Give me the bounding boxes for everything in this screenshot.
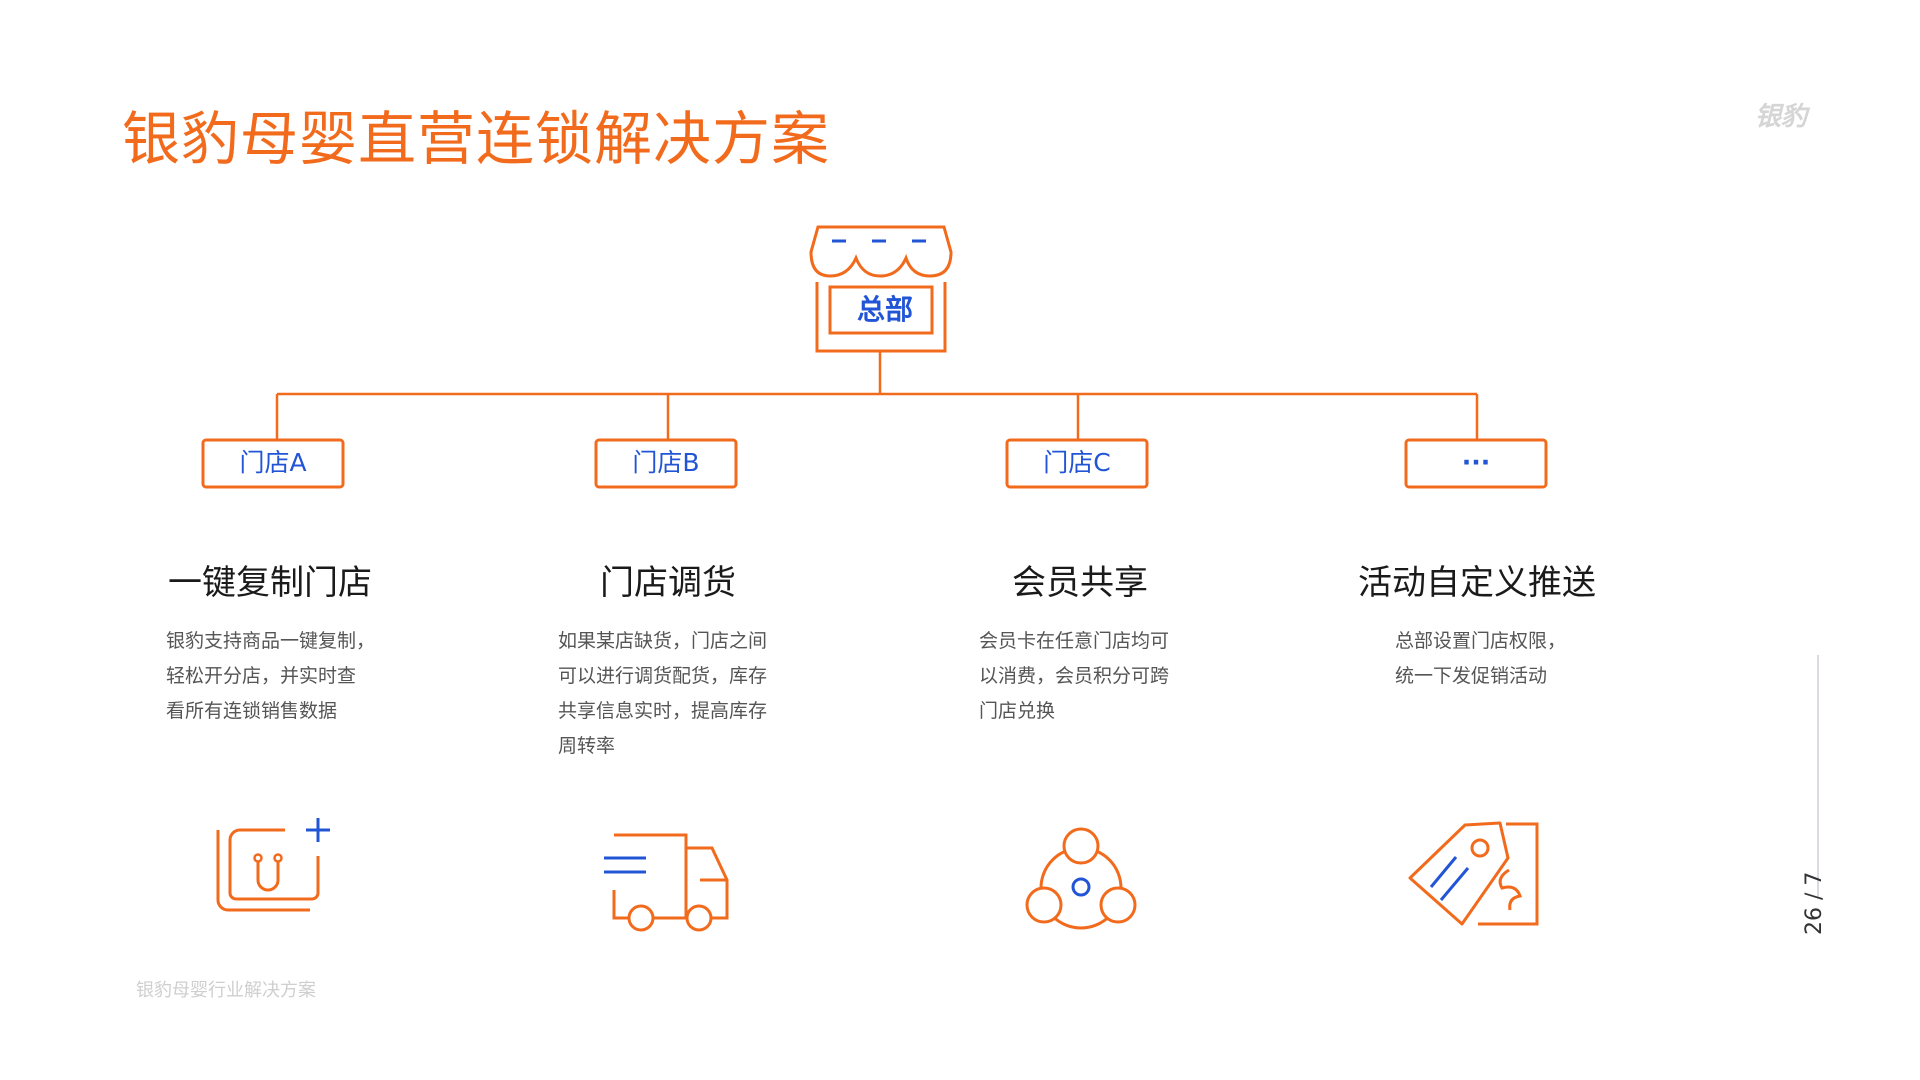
speed-lines-icon — [604, 856, 646, 874]
store-front-icon — [809, 225, 953, 353]
feature-desc-transfer: 如果某店缺货，门店之间 可以进行调货配货，库存 共享信息实时，提高库存 周转率 — [558, 630, 768, 757]
feature-title-promo: 活动自定义推送 — [1358, 563, 1596, 603]
store-label-c: 门店C — [1043, 448, 1111, 477]
feature-desc-promo: 总部设置门店权限， 统一下发促销活动 — [1395, 630, 1567, 687]
brand-logo: 银豹 — [1755, 102, 1808, 132]
feature-title-member: 会员共享 — [1012, 563, 1148, 603]
divider-line — [1817, 655, 1819, 897]
store-box-a — [201, 438, 345, 489]
page-title: 银豹母婴直营连锁解决方案 — [122, 105, 831, 173]
store-box-c — [1005, 438, 1149, 489]
feature-title-transfer: 门店调货 — [600, 563, 736, 603]
copy-bag-plus-icon — [216, 818, 330, 912]
price-tag-icon — [1408, 821, 1539, 926]
headquarters-label: 总部 — [856, 293, 913, 326]
feature-desc-member: 会员卡在任意门店均可 以消费，会员积分可跨 门店兑换 — [979, 630, 1170, 722]
feature-title-copy-store: 一键复制门店 — [168, 563, 372, 603]
store-boxes — [201, 438, 1548, 489]
feature-desc-copy-store: 银豹支持商品一键复制， 轻松开分店，并实时查 看所有连锁销售数据 — [166, 630, 376, 722]
store-label-more: ··· — [1461, 448, 1491, 477]
footer-text: 银豹母婴行业解决方案 — [136, 980, 316, 1001]
tree-connectors — [275, 351, 1479, 440]
store-box-b — [594, 438, 738, 489]
store-box-more — [1404, 438, 1548, 489]
store-label-b: 门店B — [632, 448, 700, 477]
page-number: 26 / 7 — [1802, 871, 1827, 935]
member-share-icon — [1025, 827, 1137, 930]
store-label-a: 门店A — [239, 448, 307, 477]
delivery-truck-icon — [612, 833, 729, 932]
